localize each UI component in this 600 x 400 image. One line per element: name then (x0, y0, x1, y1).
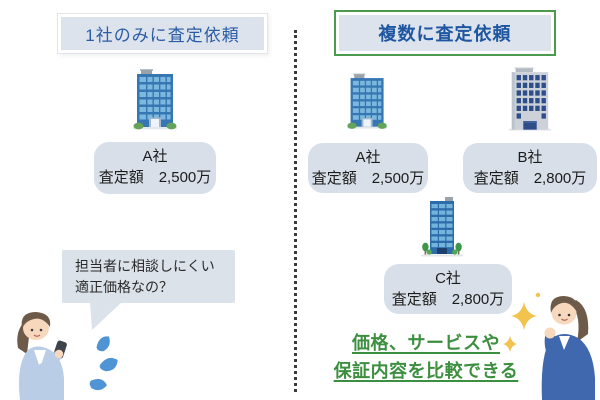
happy-woman-icon (503, 292, 595, 400)
right-panel-title: 複数に査定依頼 (339, 15, 551, 51)
left-panel-header: 1社のみに査定依頼 (57, 13, 268, 54)
company-label-a-right: A社 査定額 2,500万 (308, 143, 428, 193)
speech-line-2: 適正価格なの？ (75, 279, 173, 295)
company-label-c: C社 査定額 2,800万 (384, 264, 512, 314)
company-name: B社 (517, 149, 543, 166)
office-building-gray-icon (508, 67, 552, 131)
company-appraisal-value: 査定額 2,500万 (98, 169, 212, 186)
benefit-line-2: 保証内容を比較できる (333, 361, 519, 381)
dotted-vertical-divider (294, 30, 297, 392)
speech-line-1: 担当者に相談しにくい (75, 258, 215, 274)
sweat-drops-icon (89, 336, 118, 391)
company-appraisal-value: 査定額 2,500万 (311, 170, 425, 187)
worried-woman-with-phone-icon (17, 312, 67, 400)
office-building-blue-icon (346, 73, 388, 129)
office-building-blue-icon (133, 69, 177, 130)
speech-bubble-tail (90, 302, 122, 330)
company-name: C社 (435, 270, 461, 287)
company-appraisal-value: 査定額 2,800万 (473, 170, 587, 187)
right-panel-header: 複数に査定依頼 (334, 10, 556, 56)
benefit-line-1: 価格、サービスや (352, 333, 500, 353)
sparkles-icon (503, 292, 541, 352)
speech-bubble: 担当者に相談しにくい 適正価格なの？ (62, 250, 235, 303)
company-appraisal-value: 査定額 2,800万 (391, 291, 505, 308)
company-label-b: B社 査定額 2,800万 (463, 143, 597, 193)
office-building-tall-blue-icon (421, 197, 463, 257)
company-name: A社 (142, 148, 168, 165)
left-panel-title: 1社のみに査定依頼 (61, 17, 264, 50)
company-label-a-left: A社 査定額 2,500万 (94, 142, 216, 194)
company-name: A社 (355, 149, 381, 166)
benefit-text: 価格、サービスや 保証内容を比較できる (313, 329, 539, 385)
